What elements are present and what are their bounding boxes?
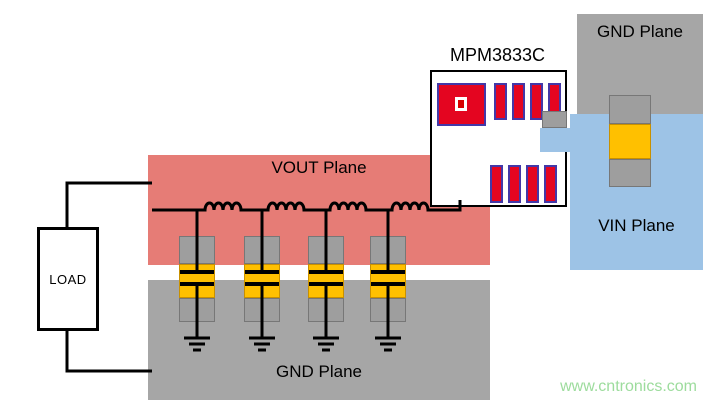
chip-pad-bottom-4: [544, 165, 557, 203]
output-capacitor-3: [308, 236, 344, 322]
capacitor-body: [179, 264, 215, 298]
capacitor-terminal: [609, 95, 651, 124]
chip-pad-large: [437, 83, 486, 126]
capacitor-terminal: [179, 236, 215, 264]
capacitor-terminal: [244, 236, 280, 264]
capacitor-body: [609, 124, 651, 159]
gnd-plane-bottom-label: GND Plane: [276, 362, 362, 381]
output-capacitor-1: [179, 236, 215, 322]
capacitor-terminal: [370, 236, 406, 264]
capacitor-terminal: [179, 298, 215, 322]
load-box: LOAD: [37, 227, 99, 331]
chip-pad-bottom-1: [490, 165, 503, 203]
chip-label: MPM3833C: [449, 45, 546, 65]
capacitor-terminal: [609, 159, 651, 187]
load-gnd-wire: [65, 330, 152, 373]
chip-pin1-marking: [455, 97, 467, 111]
gnd-plane-top-label: GND Plane: [597, 22, 683, 41]
capacitor-terminal: [244, 298, 280, 322]
capacitor-body: [244, 264, 280, 298]
output-capacitor-4: [370, 236, 406, 322]
vout-plane-label: VOUT Plane: [271, 158, 367, 177]
chip-pin1-marking-dot: [458, 100, 464, 108]
chip-right-pad: [542, 111, 567, 128]
chip-pad-bottom-3: [526, 165, 539, 203]
capacitor-terminal: [370, 298, 406, 322]
chip-pad-top-1: [494, 83, 507, 120]
chip-pad-top-2: [512, 83, 525, 120]
chip-outline: [430, 70, 567, 207]
capacitor-body: [308, 264, 344, 298]
watermark: www.cntronics.com: [560, 378, 697, 395]
load-label: LOAD: [49, 271, 87, 287]
vin-trace-tab: [540, 128, 582, 152]
vin-plane-label: VIN Plane: [598, 216, 675, 235]
output-capacitor-2: [244, 236, 280, 322]
capacitor-body: [370, 264, 406, 298]
load-vout-wire: [65, 181, 152, 228]
chip-pad-bottom-2: [508, 165, 521, 203]
capacitor-terminal: [308, 236, 344, 264]
capacitor-terminal: [308, 298, 344, 322]
input-capacitor: [609, 95, 651, 187]
chip-pad-top-3: [530, 83, 543, 120]
